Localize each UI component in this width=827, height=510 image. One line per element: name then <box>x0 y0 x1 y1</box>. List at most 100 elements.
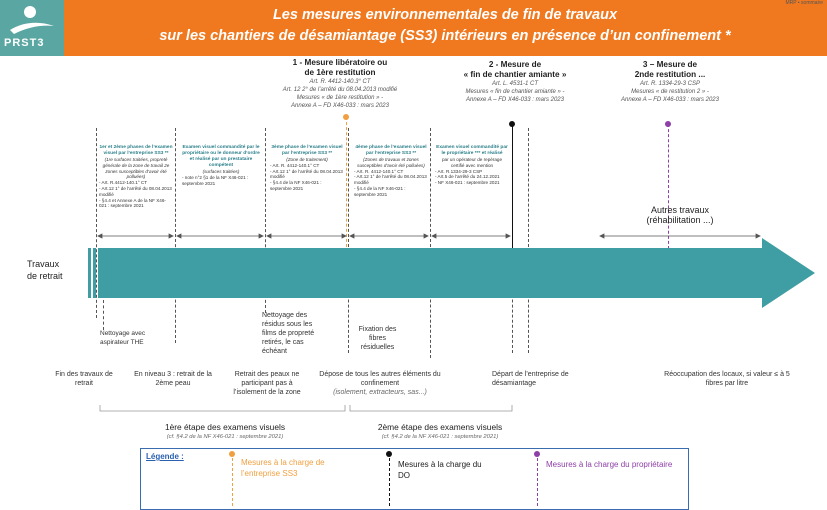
label-reoccupation: Réoccupation des locaux, si valeur ≤ à 5… <box>664 371 790 387</box>
measure-1-line <box>346 117 347 247</box>
label-depart: Départ de l’entreprise de désamiantage <box>492 371 569 387</box>
legend-title: Légende : <box>146 452 184 461</box>
measure-3-dot-icon <box>665 121 671 127</box>
box-phase-4-title: 4ème phase de l’examen visuel par l’entr… <box>355 145 427 156</box>
box-phase-3-t3: - Art.12 1° de l’arrêté du 08.04.2013 mo… <box>270 168 343 180</box>
label-retrait-peaux: Retrait des peaux ne participant pas à l… <box>233 371 301 396</box>
divider-line <box>265 128 266 313</box>
measure-2-dot-icon <box>509 121 515 127</box>
phase-2-sub: (cf. §4.2 de la NF X46-021 : septembre 2… <box>381 434 499 440</box>
measure-3-ref1: Art. R. 1334-29-3 CSP <box>639 81 701 87</box>
phase-1-sub: (cf. §4.2 de la NF X46-021 : septembre 2… <box>166 434 284 440</box>
phase-1-label: 1ère étape des examens visuels <box>164 422 286 432</box>
logo-icon <box>10 6 54 34</box>
box-exam-certified-t4: - NF X46-021 : septembre 2021 <box>435 180 500 186</box>
measure-1-dot-icon <box>343 114 349 120</box>
divider-line <box>430 128 431 358</box>
arrow-label-a: Travaux <box>27 259 60 269</box>
measure-3-ref2: Mesures « de restitution 2 » - <box>631 89 709 95</box>
measure-2-title-a: 2 - Mesure de <box>488 60 542 69</box>
measure-1: 1 - Mesure libératoire ou de 1ère restit… <box>265 58 415 110</box>
box-phase-3: 3ème phase de l’examen visuel par l’entr… <box>270 145 344 192</box>
measure-1-ref1: Art. R. 4412-140.3° CT <box>309 79 371 85</box>
measure-2: 2 - Mesure de « fin de chantier amiante … <box>450 60 580 104</box>
box-exam-certified-title: Examen visuel commandité par le propriét… <box>436 145 508 156</box>
legend-item-do: Mesures à la charge du DO <box>398 460 482 480</box>
divider-line <box>96 128 97 318</box>
box-phase-1-2-title: 1er et 2ème phases de l’examen visuel pa… <box>99 145 173 156</box>
box-phase-4-t1: (Zones de travaux et zones susceptibles … <box>357 157 425 168</box>
legend-line <box>232 458 233 506</box>
box-phase-4-t3: - Art.12 1° de l’arrêté du 08.04.2013 mo… <box>354 174 427 186</box>
header-banner <box>0 0 827 56</box>
legend-dot-icon <box>386 451 392 457</box>
measure-2-ref3: Annexe A – FD X46-033 : mars 2023 <box>466 97 564 103</box>
box-phase-3-t4: - §4.4 de la NF X46-021 : septembre 2021 <box>270 180 322 191</box>
label-nettoyage: Nettoyage avec aspirateur THE <box>100 330 146 346</box>
box-phase-4-t4: - §4.4 de la NF X46-021 : septembre 2021 <box>354 185 406 197</box>
measure-1-ref3: Mesures « de 1ère restitution » - <box>296 95 384 101</box>
box-exam-certified-t1: par un opérateur de repérage certifié av… <box>441 157 503 168</box>
measure-1-ref2: Art. 12 2° de l’arrêté du 08.04.2013 mod… <box>282 87 398 93</box>
measure-2-title-b: « fin de chantier amiante » <box>463 70 567 79</box>
legend-dot-icon <box>534 451 540 457</box>
divider-line <box>348 128 349 353</box>
page-title-line1: Les mesures environnementales de fin de … <box>272 7 618 23</box>
divider-line <box>528 128 529 353</box>
box-phase-1-2: 1er et 2ème phases de l’examen visuel pa… <box>99 145 173 209</box>
box-exam-owner-t1: (surfaces traitées) <box>202 169 240 174</box>
box-exam-certified: Examen visuel commandité par le propriét… <box>435 145 509 186</box>
label-depose-sub: (isolement, extracteurs, sas...) <box>333 389 427 396</box>
measure-3-ref3: Annexe A – FD X46-033 : mars 2023 <box>621 97 719 103</box>
measure-3-title-a: 3 – Mesure de <box>642 60 698 69</box>
box-phase-1-2-t3: - Art.12 1° de l’arrêté du 08.04.2013 mo… <box>99 185 172 197</box>
connector-line <box>103 300 104 330</box>
measure-3-line <box>668 124 669 249</box>
page-title-line2: sur les chantiers de désamiantage (SS3) … <box>159 28 731 44</box>
measure-2-ref2: Mesures « fin de chantier amiante » - <box>465 89 565 95</box>
box-exam-certified-t3: - Art.5 de l’arrêté du 24.12.2021 <box>435 174 500 180</box>
box-exam-owner-title: Examen visuel commandité par le propriét… <box>182 145 260 168</box>
label-depose: Dépose de tous les autres éléments du co… <box>318 370 442 397</box>
measure-3-title-b: 2nde restitution ... <box>634 70 706 79</box>
box-phase-3-title: 3ème phase de l’examen visuel par l’entr… <box>271 145 343 156</box>
legend-line <box>389 458 390 506</box>
arrow-label: Travaux de retrait <box>27 258 63 282</box>
measure-2-line <box>512 124 513 249</box>
measure-1-title-a: 1 - Mesure libératoire ou <box>292 58 388 67</box>
corner-tag: MRP • sommaire <box>785 0 824 6</box>
box-exam-owner: Examen visuel commandité par le propriét… <box>182 145 260 186</box>
legend-item-ss3: Mesures à la charge de l’entreprise SS3 <box>241 458 325 478</box>
legend-item-proprietaire: Mesures à la charge du propriétaire <box>546 460 673 469</box>
box-other-works-title: Autres travaux <box>650 205 710 215</box>
legend-line <box>537 458 538 506</box>
box-other-works: Autres travaux (réhabilitation ...) <box>600 205 760 225</box>
measure-1-title-b: de 1ère restitution <box>304 68 376 77</box>
box-phase-3-t1: (Zone de traitement) <box>286 157 328 162</box>
label-niveau3: En niveau 3 : retrait de la 2ème peau <box>134 371 212 387</box>
measure-1-ref4: Annexe A – FD X46-033 : mars 2023 <box>291 103 389 109</box>
box-phase-1-2-t4: - §4.4 et Annexe A de la NF X46-021 : se… <box>99 197 166 209</box>
prst3-logo <box>0 0 64 56</box>
legend-box: Légende : Mesures à la charge de l’entre… <box>140 448 689 510</box>
arrow-label-b: de retrait <box>27 271 63 281</box>
phase-2-label: 2ème étape des examens visuels <box>377 422 503 432</box>
measure-3: 3 – Mesure de 2nde restitution ... Art. … <box>605 60 735 104</box>
legend-dot-icon <box>229 451 235 457</box>
label-nettoyage-residus: Nettoyage des résidus sous les films de … <box>262 312 315 355</box>
label-fin-travaux: Fin des travaux de retrait <box>55 371 113 387</box>
label-fixation: Fixation des fibres résiduelles <box>358 326 397 351</box>
box-phase-1-2-t2: - Art. R.4412-140.1° CT <box>99 180 148 186</box>
box-phase-3-t2: - Art. R. 4412-140.1° CT <box>270 162 320 168</box>
label-depose-main: Dépose de tous les autres éléments du co… <box>319 371 441 387</box>
divider-line <box>175 128 176 343</box>
measure-2-ref1: Art. L. 4531-1 CT <box>491 81 539 87</box>
box-exam-certified-t2: - Art. R.1334-29-3 CSP <box>435 168 483 174</box>
box-phase-4: 4ème phase de l’examen visuel par l’entr… <box>354 145 428 198</box>
box-other-works-sub: (réhabilitation ...) <box>646 215 714 225</box>
logo-text: PRST3 <box>4 37 45 49</box>
box-phase-1-2-t1: (1re surfaces traitées, propreté général… <box>102 157 170 180</box>
